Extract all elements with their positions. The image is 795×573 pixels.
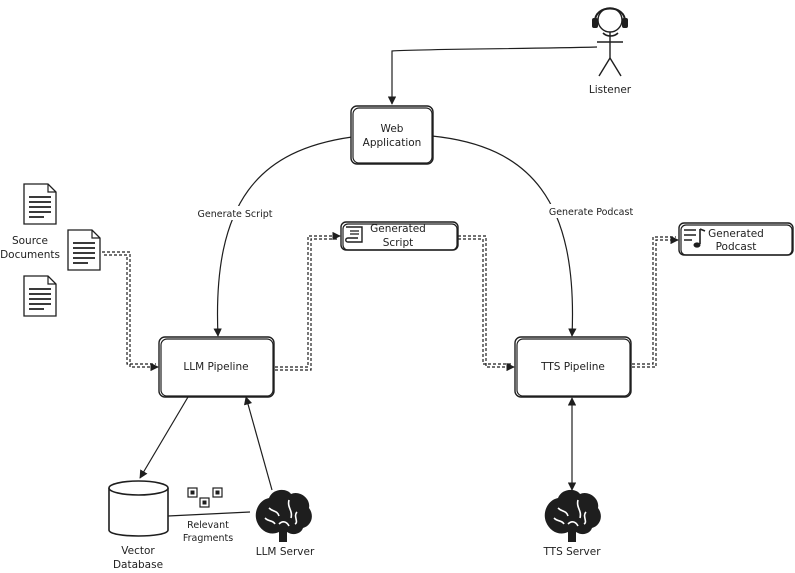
edge-generate-podcast	[431, 135, 577, 337]
label-generate-script: Generate Script	[198, 209, 273, 220]
vector-database-label-1: Vector	[121, 545, 155, 557]
edge-tts-to-podcast	[632, 235, 679, 368]
edge-docs-to-llm	[102, 251, 159, 372]
document-icon	[23, 183, 57, 225]
llm-pipeline-node	[158, 336, 275, 398]
web-application-label-1: Web	[381, 123, 404, 135]
document-icon	[67, 229, 101, 271]
edge-llm-to-script	[275, 231, 341, 368]
cylinder-database-icon	[108, 480, 169, 537]
generated-script-label-2: Script	[383, 237, 413, 249]
script-scroll-icon	[345, 226, 363, 243]
vector-database-label-2: Database	[113, 559, 163, 571]
web-application-node	[350, 105, 434, 165]
tts-server-brain-icon	[543, 489, 602, 543]
web-application-label-2: Application	[363, 137, 422, 149]
music-playlist-icon	[684, 228, 706, 248]
llm-server-label: LLM Server	[256, 546, 315, 558]
edge-vectordb-to-llmserver	[167, 511, 251, 517]
tts-pipeline-node	[514, 336, 632, 398]
edge-llm-to-vectordb	[139, 396, 189, 479]
listener-label: Listener	[589, 84, 632, 96]
document-icon	[23, 275, 57, 317]
llm-server-brain-icon	[254, 489, 313, 543]
listener-person-with-headphones-icon	[592, 7, 628, 77]
source-documents-label-1: Source	[12, 235, 48, 247]
small-squares-icon	[187, 487, 223, 508]
edge-llmserver-to-llm	[243, 396, 273, 491]
tts-server-label: TTS Server	[542, 546, 601, 558]
llm-pipeline-label: LLM Pipeline	[183, 361, 248, 373]
tts-pipeline-label: TTS Pipeline	[540, 361, 605, 373]
label-generate-podcast: Generate Podcast	[549, 207, 634, 218]
generated-script-label-1: Generated	[370, 223, 426, 235]
generated-podcast-label-2: Podcast	[716, 241, 757, 253]
label-relevant-fragments-1: Relevant	[187, 520, 229, 531]
edge-script-to-tts	[458, 235, 515, 372]
edge-listener-to-webapp	[387, 46, 598, 105]
edge-generate-script	[213, 136, 353, 337]
label-relevant-fragments-2: Fragments	[183, 533, 233, 544]
generated-podcast-label-1: Generated	[708, 228, 764, 240]
source-documents-label-2: Documents	[0, 249, 60, 261]
